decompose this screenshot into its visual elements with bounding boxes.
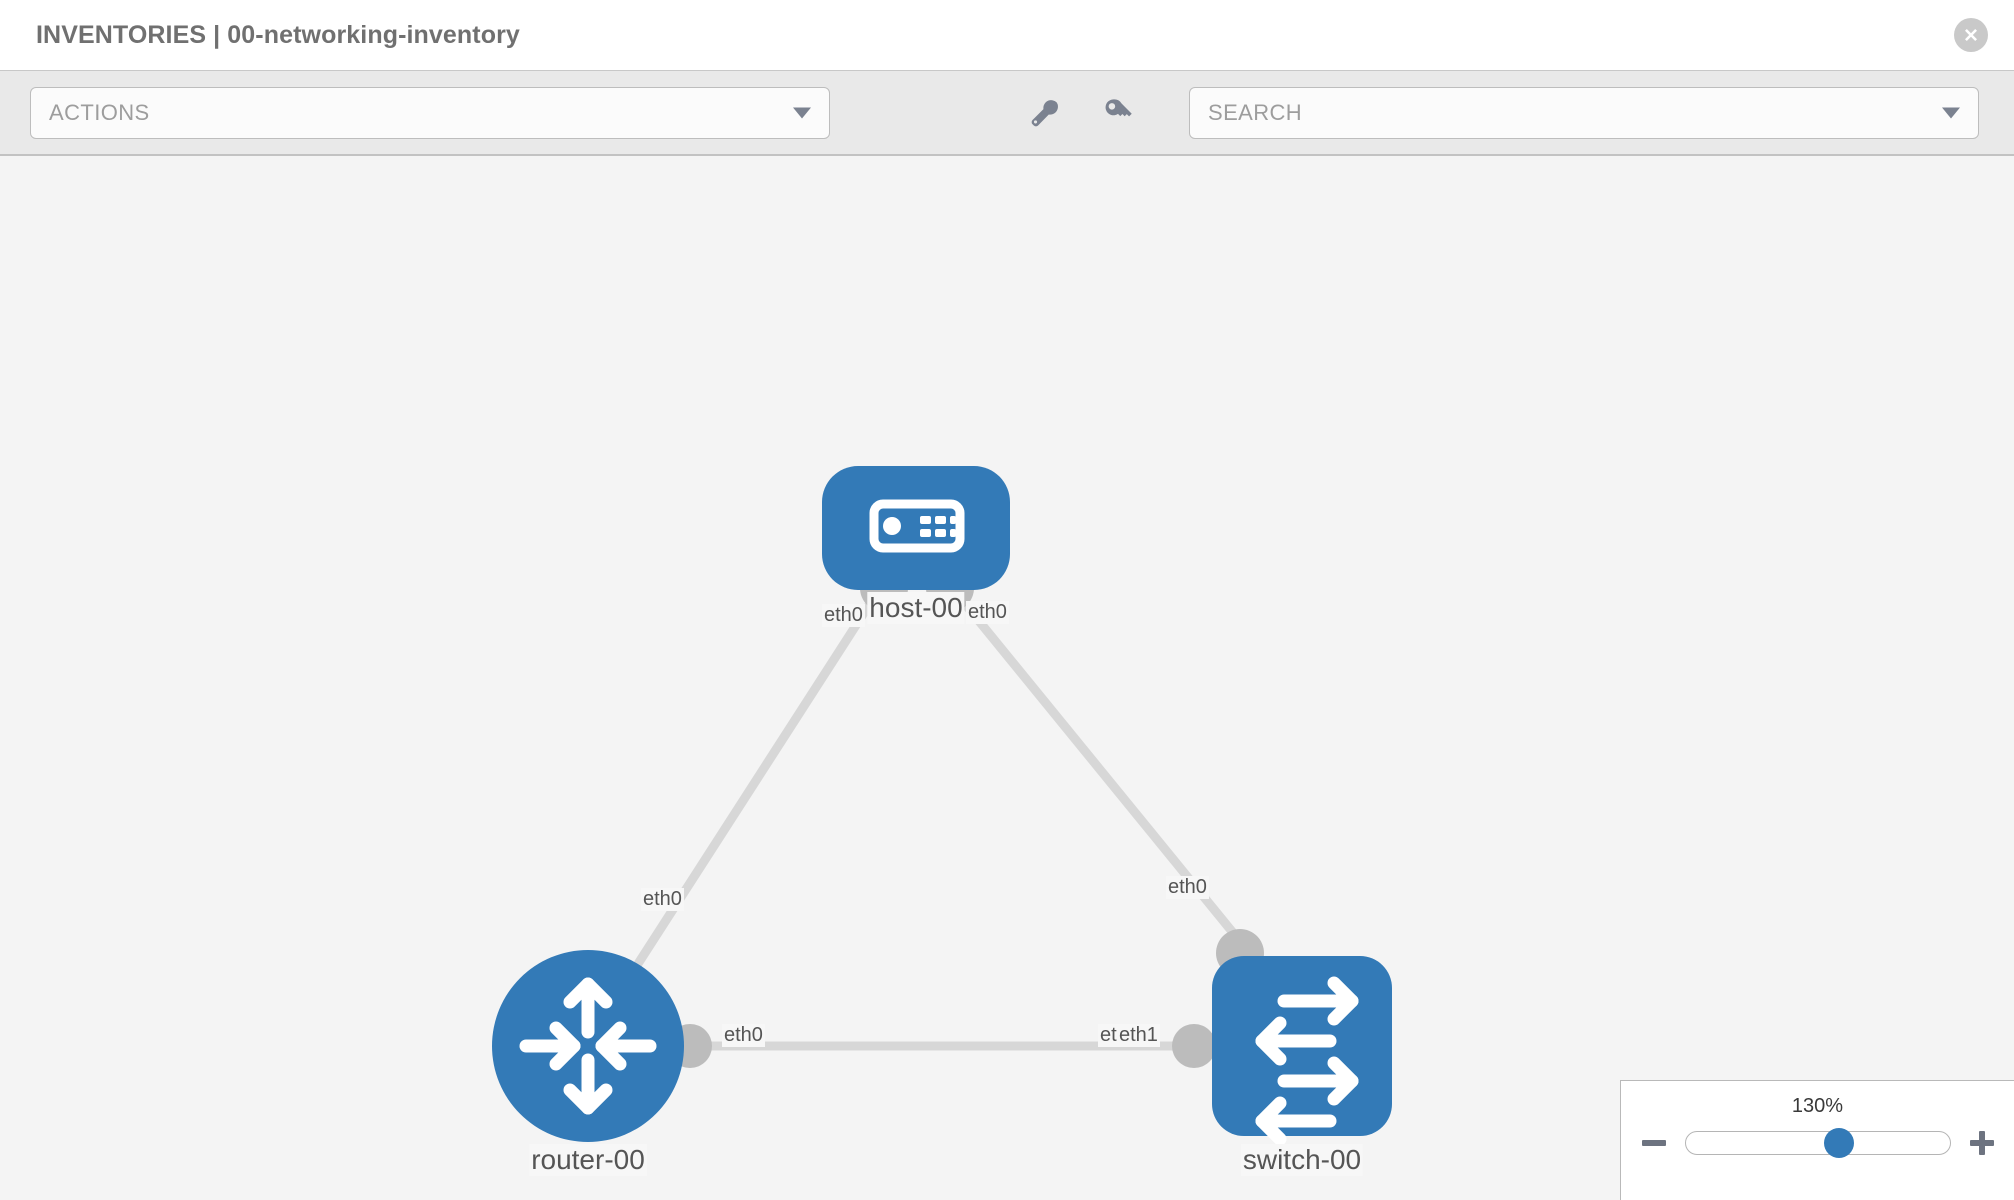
interface-label: eth0	[722, 1024, 765, 1047]
interface-label: eth0	[1166, 876, 1209, 899]
node-label-switch-00: switch-00	[1240, 1144, 1364, 1176]
interface-label: eth0	[966, 601, 1009, 624]
zoom-slider-row	[1621, 1128, 2014, 1158]
node-router-00	[492, 950, 684, 1142]
actions-dropdown-label: ACTIONS	[49, 99, 150, 125]
title-bar: INVENTORIES | 00-networking-inventory	[0, 0, 2014, 70]
key-icon[interactable]	[1099, 93, 1139, 133]
chevron-down-icon	[793, 107, 811, 118]
zoom-slider[interactable]	[1684, 1128, 1951, 1158]
node-label-router-00: router-00	[529, 1144, 647, 1176]
close-icon[interactable]	[1954, 18, 1988, 52]
topology-links	[621, 585, 1256, 1051]
interface-label: eth0	[822, 604, 865, 627]
search-input[interactable]: SEARCH	[1189, 86, 1979, 139]
plus-icon[interactable]	[1967, 1128, 1997, 1158]
zoom-control-panel: 130%	[1620, 1080, 2014, 1200]
toolbar: ACTIONS SEARCH	[0, 70, 2014, 156]
topology-canvas[interactable]: host-00 router-00 switch-00 eth0 eth0 et…	[0, 156, 2014, 1200]
search-placeholder: SEARCH	[1208, 99, 1303, 125]
wrench-icon[interactable]	[1025, 93, 1065, 133]
node-label-host-00: host-00	[867, 592, 965, 624]
topology-graph	[0, 156, 2014, 1200]
chevron-down-icon	[1942, 107, 1960, 118]
interface-label: eth1	[1117, 1024, 1160, 1047]
zoom-slider-thumb[interactable]	[1823, 1128, 1854, 1158]
node-switch-00	[1212, 956, 1392, 1146]
page-title: INVENTORIES | 00-networking-inventory	[36, 20, 520, 49]
interface-label: eth0	[641, 888, 684, 911]
minus-icon[interactable]	[1639, 1128, 1669, 1158]
toolbar-icon-group	[1025, 93, 1139, 133]
topology-connectors	[668, 564, 1264, 1068]
zoom-level-value: 130%	[1791, 1095, 1844, 1117]
node-host-00	[822, 466, 1010, 590]
actions-dropdown[interactable]: ACTIONS	[30, 86, 830, 139]
